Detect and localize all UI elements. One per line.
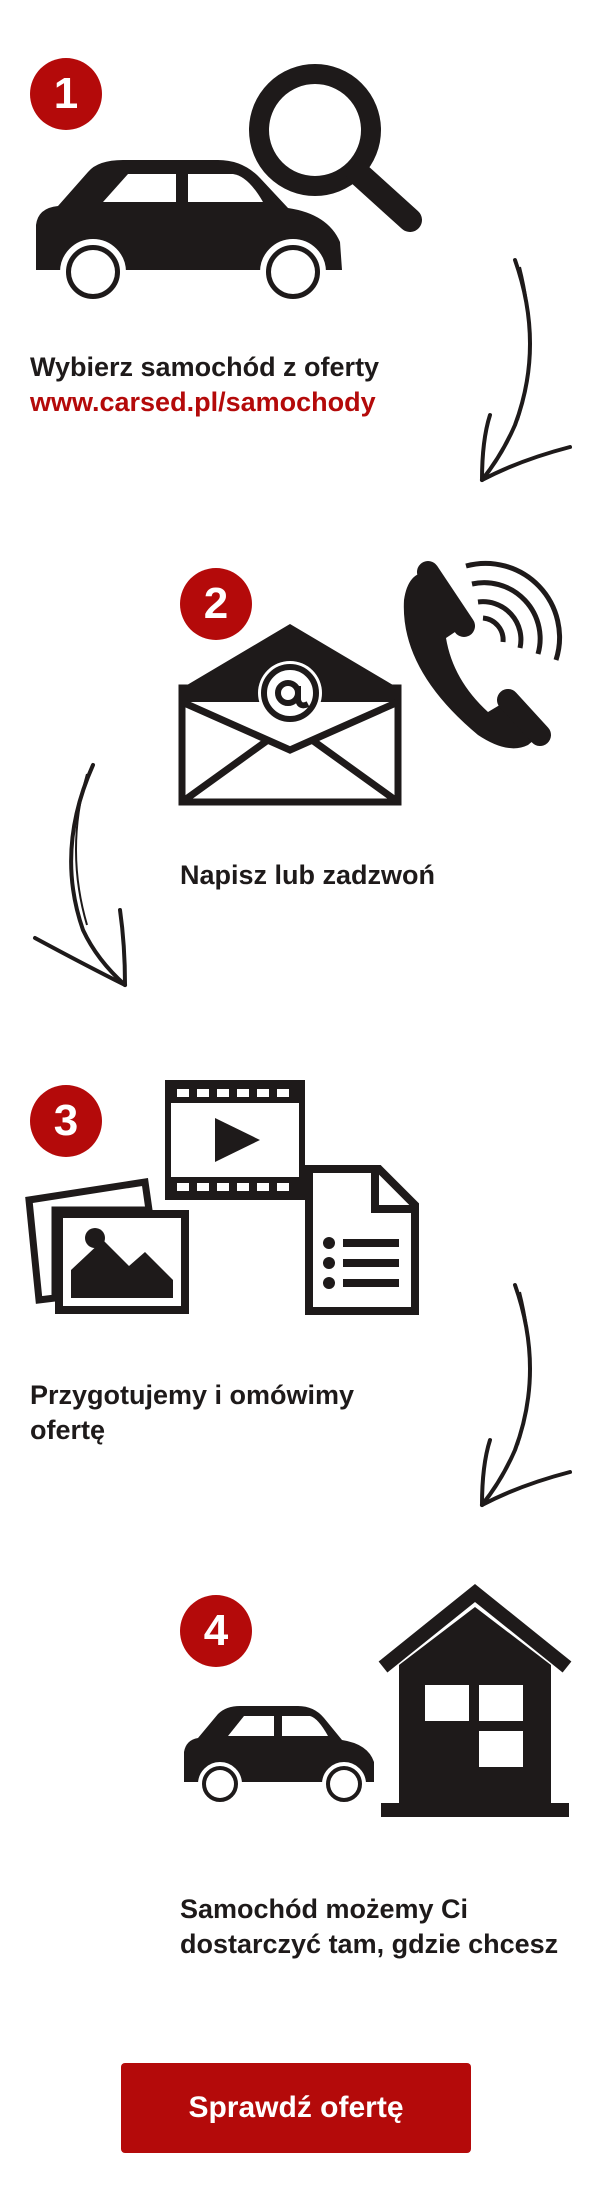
envelope-at-icon: [178, 624, 402, 806]
step-1-caption: Wybierz samochód z oferty www.carsed.pl/…: [30, 350, 379, 420]
step-3-line1: Przygotujemy i omówimy: [30, 1380, 355, 1410]
step-3-caption: Przygotujemy i omówimy ofertę: [30, 1378, 354, 1448]
step-4-line1: Samochód możemy Ci: [180, 1894, 469, 1924]
step-2-badge: 2: [180, 568, 252, 640]
arrow-down-right-2: [33, 763, 127, 987]
step-4-caption: Samochód możemy Ci dostarczyć tam, gdzie…: [180, 1892, 558, 1962]
offer-link[interactable]: www.carsed.pl/samochody: [30, 387, 376, 417]
step-1-badge: 1: [30, 58, 102, 130]
step-1-text: Wybierz samochód z oferty: [30, 352, 380, 382]
step-4-line2: dostarczyć tam, gdzie chcesz: [180, 1929, 559, 1959]
step-3-badge: 3: [30, 1085, 102, 1157]
check-offer-button[interactable]: Sprawdź ofertę: [121, 2063, 471, 2153]
car-icon: [184, 1706, 374, 1806]
photos-icon: [25, 1177, 189, 1314]
car-icon: [36, 160, 342, 305]
video-icon: [165, 1080, 305, 1200]
step-3-line2: ofertę: [30, 1415, 106, 1445]
step-2-caption: Napisz lub zadzwoń: [180, 860, 436, 890]
arrow-down-left-1: [480, 258, 572, 482]
document-icon: [305, 1165, 419, 1315]
phone-icon: [403, 560, 563, 749]
step-4-badge: 4: [180, 1595, 252, 1667]
house-icon: [378, 1584, 572, 1817]
magnifier-icon: [249, 64, 422, 232]
arrow-down-left-3: [480, 1283, 572, 1507]
